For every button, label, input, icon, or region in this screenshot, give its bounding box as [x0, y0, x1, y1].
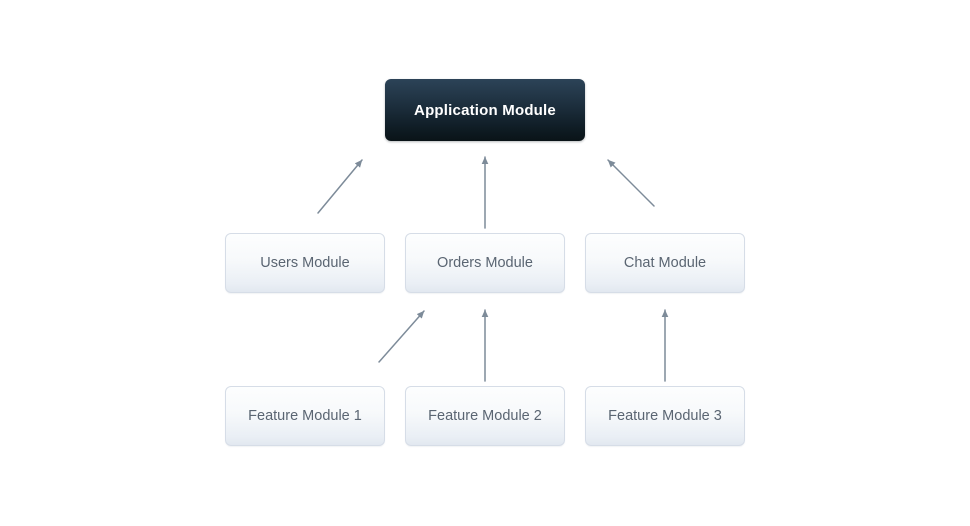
node-users-module[interactable]: Users Module	[225, 233, 385, 293]
node-feature-module-2[interactable]: Feature Module 2	[405, 386, 565, 446]
arrow-users-to-application	[317, 159, 363, 214]
node-application-module[interactable]: Application Module	[385, 79, 585, 141]
node-feature-module-1[interactable]: Feature Module 1	[225, 386, 385, 446]
node-orders-module-label: Orders Module	[437, 255, 533, 271]
node-chat-module-label: Chat Module	[623, 255, 707, 271]
node-feature-module-2-label: Feature Module 2	[428, 408, 542, 424]
node-chat-module[interactable]: Chat Module	[585, 233, 745, 293]
node-users-module-label: Users Module	[260, 255, 350, 271]
arrow-chat-to-application	[607, 159, 655, 207]
node-feature-module-1-label: Feature Module 1	[248, 408, 362, 424]
node-feature-module-3-label: Feature Module 3	[608, 408, 722, 424]
node-orders-module[interactable]: Orders Module	[405, 233, 565, 293]
node-application-module-label: Application Module	[414, 101, 556, 119]
arrow-feature1-to-users	[378, 310, 425, 363]
node-feature-module-3[interactable]: Feature Module 3	[585, 386, 745, 446]
